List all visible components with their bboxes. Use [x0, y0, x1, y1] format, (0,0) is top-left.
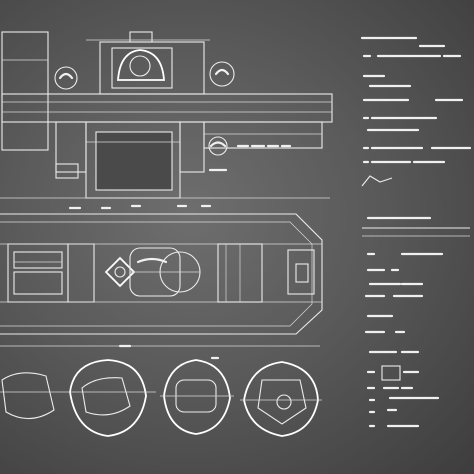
section-details: [0, 344, 322, 437]
notes-column: [360, 36, 472, 428]
top-elevation-view: [0, 31, 333, 210]
plan-view: [0, 213, 323, 347]
